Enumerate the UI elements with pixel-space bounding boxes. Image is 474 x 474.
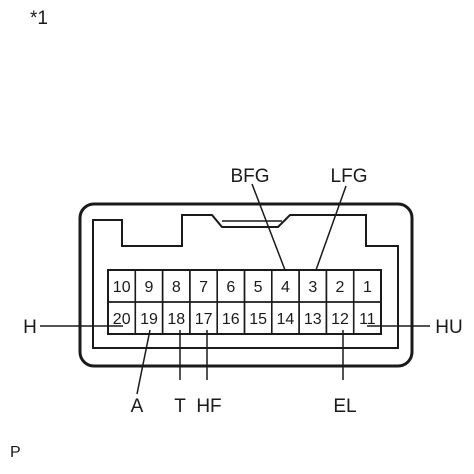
terminal-pin-number: 12	[331, 311, 349, 328]
terminal-pin-number: 3	[308, 279, 317, 296]
callout-h: H	[23, 317, 37, 338]
terminal-pin-number: 7	[199, 279, 208, 296]
terminal-pin-number: 5	[254, 279, 263, 296]
terminal-pin-number: 20	[113, 311, 131, 328]
leader-line-lfg	[315, 185, 347, 271]
callout-lfg: LFG	[331, 166, 368, 187]
terminal-cell	[352, 301, 382, 335]
callout-a: A	[131, 396, 144, 417]
callout-hf: HF	[196, 396, 221, 417]
connector-outer-housing	[78, 202, 414, 368]
connector-inner-housing	[92, 214, 399, 349]
terminal-pin-number: 19	[140, 311, 158, 328]
callout-el: EL	[333, 396, 356, 417]
terminal-pin-number: 16	[222, 311, 240, 328]
terminal-pin-number: 17	[195, 311, 213, 328]
callout-t: T	[174, 396, 186, 417]
terminal-pin-number: 9	[145, 279, 154, 296]
leader-line-a	[136, 329, 151, 395]
leader-line-bfg	[251, 183, 286, 271]
terminal-pin-number: 2	[336, 279, 345, 296]
figure-reference-label: *1	[30, 8, 48, 29]
callout-hu: HU	[435, 317, 462, 338]
terminal-pin-number: 15	[249, 311, 267, 328]
terminal-pin-number: 18	[167, 311, 185, 328]
page-marker: P	[10, 444, 21, 461]
terminal-pin-number: 8	[172, 279, 181, 296]
terminal-pin-number: 4	[281, 279, 290, 296]
terminal-pin-number: 1	[363, 279, 372, 296]
terminal-pin-number: 13	[304, 311, 322, 328]
terminal-pin-number: 6	[226, 279, 235, 296]
terminal-pin-number: 14	[277, 311, 295, 328]
terminal-pin-number: 10	[113, 279, 131, 296]
terminal-pin-number: 11	[359, 311, 376, 328]
callout-bfg: BFG	[230, 166, 269, 187]
